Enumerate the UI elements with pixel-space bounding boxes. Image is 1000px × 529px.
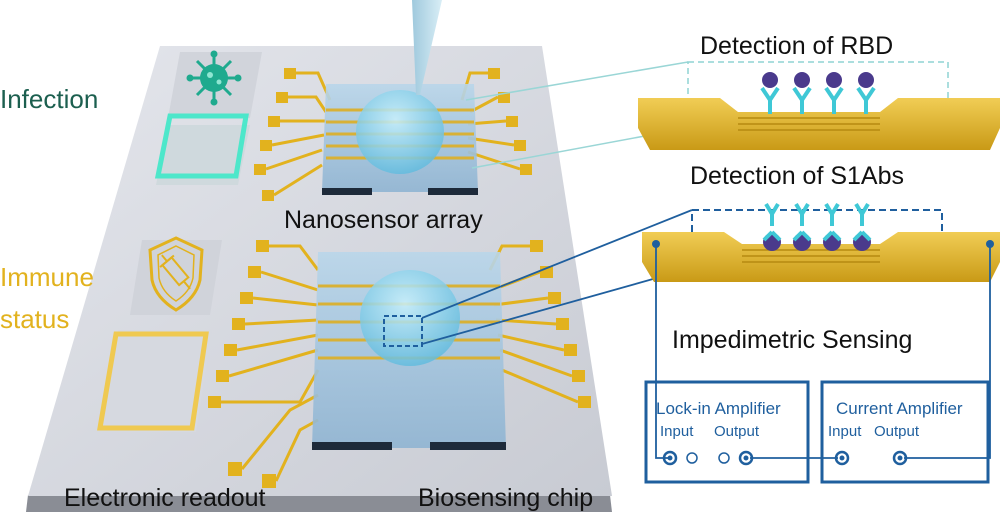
antibody <box>792 72 812 114</box>
s1abs-detection-title: Detection of S1Abs <box>690 162 905 190</box>
rbd-protein <box>858 72 874 88</box>
s1abs-detection-view <box>642 202 1000 282</box>
current-output-label: Output <box>874 423 920 440</box>
antibody <box>852 202 872 251</box>
electronic-readout-label: Electronic readout <box>64 484 266 512</box>
current-input-label: Input <box>828 423 862 440</box>
pipette-tip <box>412 0 442 95</box>
immune-label-line1: Immune <box>0 262 94 292</box>
rbd-protein <box>762 72 778 88</box>
rbd-detection-title: Detection of RBD <box>700 32 894 60</box>
current-amplifier-label: Current Amplifier <box>836 399 963 418</box>
impedimetric-circuit <box>644 244 991 484</box>
upper-electrode-traces <box>254 68 532 201</box>
antibody <box>822 202 842 251</box>
upper-nanosensor <box>322 84 478 195</box>
infection-label: Infection <box>0 84 99 114</box>
shield-syringe-icon <box>148 236 204 312</box>
sample-droplet <box>360 270 460 366</box>
biosensing-chip-label: Biosensing chip <box>418 484 594 512</box>
rbd-protein <box>826 72 842 88</box>
antibody <box>856 72 876 114</box>
infection-readout-indicator <box>154 113 249 179</box>
antibody <box>792 202 812 251</box>
nanosensor-array-label: Nanosensor array <box>284 206 483 234</box>
antibody <box>760 72 780 114</box>
lower-electrode-traces <box>208 240 591 488</box>
rbd-protein <box>794 72 810 88</box>
immune-label-line2: status <box>0 304 70 334</box>
immune-readout-indicator <box>97 331 209 431</box>
current-amplifier-box <box>820 380 990 484</box>
lower-nanosensor <box>312 252 506 450</box>
sample-droplet <box>356 90 444 174</box>
rbd-detection-view <box>638 61 1000 150</box>
zoom-region-box <box>383 315 423 347</box>
antibody <box>762 202 782 251</box>
lock-in-amplifier-box <box>644 380 810 484</box>
virus-icon <box>186 50 242 106</box>
lock-in-input-label: Input <box>660 423 694 440</box>
antibody <box>824 72 844 114</box>
impedimetric-sensing-title: Impedimetric Sensing <box>672 326 913 354</box>
electronic-readout <box>96 52 262 432</box>
lock-in-amplifier-label: Lock-in Amplifier <box>656 399 781 418</box>
lock-in-output-label: Output <box>714 423 760 440</box>
